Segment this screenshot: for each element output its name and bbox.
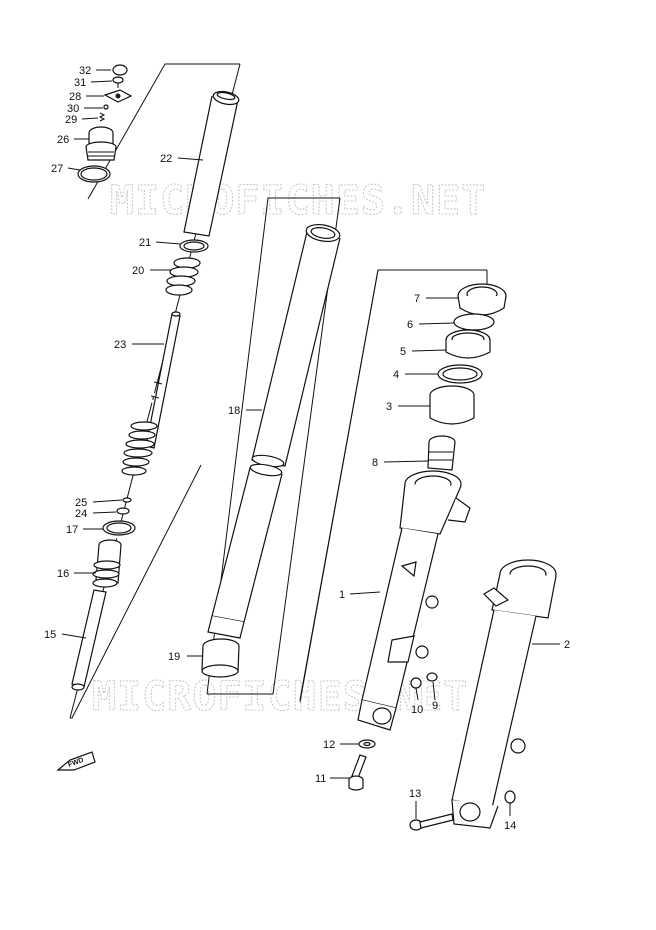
- part-17-circlip: [102, 520, 136, 536]
- group-outline-middle: [206, 197, 340, 695]
- callout-21: 21: [139, 237, 151, 249]
- part-2-outer-tube: [451, 559, 557, 829]
- callout-18: 18: [228, 405, 240, 417]
- part-32-cap: [112, 64, 128, 76]
- callout-26: 26: [57, 134, 69, 146]
- callout-3: 3: [386, 401, 392, 413]
- part-4-washer: [437, 364, 483, 384]
- callout-24: 24: [75, 508, 87, 520]
- part-26-cap-bolt: [85, 126, 117, 161]
- part-11-allen-bolt: [348, 754, 367, 791]
- part-1-outer-tube: [357, 470, 471, 731]
- part-29-spring: [98, 112, 106, 122]
- part-18-inner-tube-upper: [251, 223, 341, 468]
- part-7-dust-seal: [457, 283, 507, 316]
- callout-4: 4: [393, 369, 399, 381]
- callout-16: 16: [57, 568, 69, 580]
- part-5-oil-seal: [445, 329, 491, 359]
- part-27-o-ring: [77, 165, 111, 183]
- part-12-gasket: [358, 739, 376, 749]
- part-22-spacer-tube: [183, 90, 240, 237]
- callout-10: 10: [411, 704, 423, 716]
- fwd-arrow-icon: FWD: [56, 751, 96, 771]
- part-8-spacer: [427, 435, 456, 471]
- callout-1: 1: [339, 589, 345, 601]
- part-15-cylinder: [71, 589, 107, 691]
- callout-19: 19: [168, 651, 180, 663]
- callout-27: 27: [51, 163, 63, 175]
- callout-15: 15: [44, 629, 56, 641]
- callout-22: 22: [160, 153, 172, 165]
- callout-6: 6: [407, 319, 413, 331]
- part-14-cap: [504, 790, 516, 804]
- part-13-axle-bolt: [409, 813, 454, 831]
- callout-7: 7: [414, 293, 420, 305]
- part-3-guide-bushing: [429, 385, 475, 425]
- callout-29: 29: [65, 114, 77, 126]
- callout-labels: 32 31 28 30 29 26 27 22 21 20 23 25 24 1…: [44, 65, 570, 832]
- part-23-damper-rod: [145, 311, 181, 449]
- callout-23: 23: [114, 339, 126, 351]
- callout-32: 32: [79, 65, 91, 77]
- part-24-washer: [116, 507, 130, 515]
- part-23-rebound-spring: [121, 421, 158, 476]
- callout-25: 25: [75, 497, 87, 509]
- part-9-bleed-screw: [426, 672, 438, 682]
- callout-12: 12: [323, 739, 335, 751]
- part-20-spring-top: [165, 257, 201, 296]
- part-31-screw: [112, 76, 124, 88]
- callout-9: 9: [432, 700, 438, 712]
- callout-17: 17: [66, 524, 78, 536]
- part-18-inner-tube-lower: [207, 463, 283, 639]
- part-16-oil-lock-piece: [92, 539, 122, 588]
- callout-30: 30: [67, 103, 79, 115]
- callout-11: 11: [315, 773, 326, 785]
- part-30-ball: [103, 104, 109, 110]
- part-6-stopper-ring: [453, 313, 495, 331]
- callout-14: 14: [504, 820, 516, 832]
- part-25-ring: [122, 497, 132, 503]
- callout-31: 31: [74, 77, 86, 89]
- callout-28: 28: [69, 91, 81, 103]
- leader-lines: [61, 69, 560, 819]
- part-28-adjuster: [103, 89, 133, 103]
- part-21-washer: [179, 239, 209, 253]
- callout-2: 2: [564, 639, 570, 651]
- part-19-slide-bushing: [201, 638, 240, 678]
- watermark-bottom: MICROFICHES.NET: [92, 674, 468, 720]
- part-10-washer: [410, 677, 422, 689]
- callout-13: 13: [409, 788, 421, 800]
- callout-5: 5: [400, 346, 406, 358]
- callout-8: 8: [372, 457, 378, 469]
- callout-20: 20: [132, 265, 144, 277]
- watermark-top: MICROFICHES.NET: [110, 178, 486, 224]
